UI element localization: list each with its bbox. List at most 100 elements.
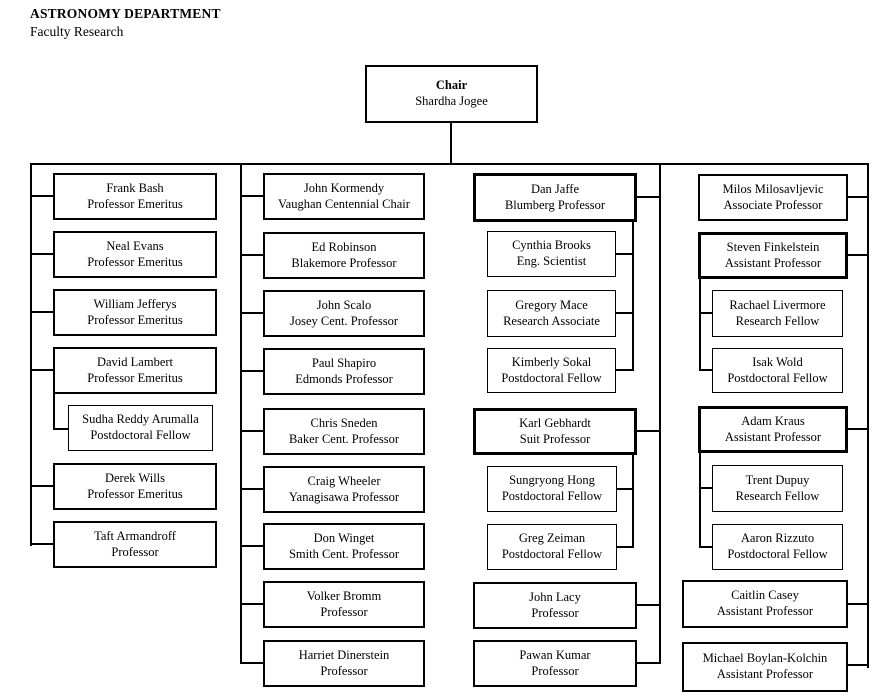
org-box-harriet-dinerstein: Harriet Dinerstein Professor: [263, 640, 425, 687]
person-title: Baker Cent. Professor: [288, 431, 400, 446]
person-name: Dan Jaffe: [530, 181, 579, 196]
org-box-dan-jaffe: Dan Jaffe Blumberg Professor: [473, 173, 637, 222]
top-rail-line: [30, 163, 869, 165]
person-title: Assistant Professor: [724, 255, 822, 270]
person-title: Assistant Professor: [724, 429, 822, 444]
person-name: Cynthia Brooks: [512, 238, 591, 253]
person-title: Josey Cent. Professor: [290, 313, 398, 328]
sub-connector-line: [699, 546, 714, 548]
person-title: Professor Emeritus: [87, 486, 183, 501]
org-box-sudha-reddy-arumalla: Sudha Reddy Arumalla Postdoctoral Fellow: [68, 405, 213, 451]
sub-connector-line: [614, 312, 634, 314]
person-name: Neal Evans: [106, 238, 164, 253]
sub-connector-line: [699, 487, 714, 489]
org-box-derek-wills: Derek Wills Professor Emeritus: [53, 463, 217, 510]
person-title: Professor Emeritus: [87, 196, 183, 211]
org-box-john-lacy: John Lacy Professor: [473, 582, 637, 629]
org-box-adam-kraus: Adam Kraus Assistant Professor: [698, 406, 848, 453]
org-box-craig-wheeler: Craig Wheeler Yanagisawa Professor: [263, 466, 425, 513]
person-name: Trent Dupuy: [745, 472, 810, 487]
person-title: Research Associate: [503, 313, 600, 328]
org-box-cynthia-brooks: Cynthia Brooks Eng. Scientist: [487, 231, 616, 277]
person-name: Sudha Reddy Arumalla: [82, 412, 199, 427]
sub-connector-line: [699, 369, 714, 371]
sub-connector-line: [53, 394, 55, 430]
person-name: David Lambert: [96, 354, 173, 369]
org-box-pawan-kumar: Pawan Kumar Professor: [473, 640, 637, 687]
chair-trunk-line: [450, 123, 452, 164]
person-name: Ed Robinson: [311, 239, 377, 254]
person-title: Associate Professor: [723, 197, 823, 212]
person-title: Research Fellow: [735, 488, 820, 503]
org-box-john-kormendy: John Kormendy Vaughan Centennial Chair: [263, 173, 425, 220]
department-title: ASTRONOMY DEPARTMENT: [30, 6, 221, 21]
sub-connector-line: [632, 220, 634, 371]
connector-stub: [240, 195, 265, 197]
connector-stub: [635, 604, 661, 606]
person-name: Taft Armandroff: [94, 528, 176, 543]
connector-stub: [635, 196, 661, 198]
org-box-greg-zeiman: Greg Zeiman Postdoctoral Fellow: [487, 524, 617, 570]
person-title: Professor Emeritus: [87, 312, 183, 327]
connector-stub: [240, 488, 265, 490]
org-box-caitlin-casey: Caitlin Casey Assistant Professor: [682, 580, 848, 628]
org-box-trent-dupuy: Trent Dupuy Research Fellow: [712, 465, 843, 512]
page-header: ASTRONOMY DEPARTMENT Faculty Research: [30, 6, 221, 40]
org-box-michael-boylan-kolchin: Michael Boylan-Kolchin Assistant Profess…: [682, 642, 848, 692]
sub-connector-line: [614, 253, 634, 255]
person-title: Professor: [320, 663, 368, 678]
org-box-chris-sneden: Chris Sneden Baker Cent. Professor: [263, 408, 425, 455]
org-box-william-jefferys: William Jefferys Professor Emeritus: [53, 289, 217, 336]
person-name: Frank Bash: [106, 180, 164, 195]
chair-label: Chair: [435, 78, 468, 93]
connector-stub: [240, 370, 265, 372]
connector-stub: [240, 430, 265, 432]
org-box-volker-bromm: Volker Bromm Professor: [263, 581, 425, 628]
person-name: Derek Wills: [104, 470, 166, 485]
connector-stub: [240, 545, 265, 547]
person-title: Postdoctoral Fellow: [501, 489, 603, 503]
sub-connector-line: [53, 428, 68, 430]
person-name: Craig Wheeler: [307, 473, 381, 488]
connector-stub: [635, 662, 661, 664]
column1-spine-line: [30, 163, 32, 546]
org-box-sungryong-hong: Sungryong Hong Postdoctoral Fellow: [487, 466, 617, 512]
connector-stub: [30, 485, 55, 487]
column2-spine-line: [240, 163, 242, 664]
person-name: Harriet Dinerstein: [298, 647, 390, 662]
connector-stub: [240, 662, 265, 664]
person-name: Greg Zeiman: [518, 531, 586, 546]
person-title: Yanagisawa Professor: [288, 489, 400, 504]
chair-name: Shardha Jogee: [415, 94, 488, 108]
org-box-don-winget: Don Winget Smith Cent. Professor: [263, 523, 425, 570]
sub-connector-line: [614, 546, 634, 548]
connector-stub: [846, 603, 869, 605]
sub-connector-line: [614, 369, 634, 371]
person-name: Chris Sneden: [310, 415, 378, 430]
person-name: Gregory Mace: [515, 297, 588, 312]
person-title: Professor: [531, 605, 579, 620]
org-box-john-scalo: John Scalo Josey Cent. Professor: [263, 290, 425, 337]
person-title: Postdoctoral Fellow: [727, 370, 828, 385]
person-title: Smith Cent. Professor: [288, 546, 400, 561]
org-box-gregory-mace: Gregory Mace Research Associate: [487, 290, 616, 337]
person-title: Professor: [320, 604, 368, 619]
org-box-paul-shapiro: Paul Shapiro Edmonds Professor: [263, 348, 425, 395]
person-title: Blakemore Professor: [291, 255, 397, 270]
org-box-ed-robinson: Ed Robinson Blakemore Professor: [263, 232, 425, 279]
column4-spine-line: [867, 163, 869, 668]
connector-stub: [240, 254, 265, 256]
column3-spine-line: [659, 163, 661, 664]
person-name: Paul Shapiro: [311, 355, 377, 370]
person-name: John Kormendy: [303, 180, 385, 195]
sub-connector-line: [699, 451, 701, 548]
person-name: Pawan Kumar: [519, 647, 591, 662]
person-title: Postdoctoral Fellow: [90, 428, 191, 442]
connector-stub: [30, 311, 55, 313]
org-box-taft-armandroff: Taft Armandroff Professor: [53, 521, 217, 568]
org-box-chair: Chair Shardha Jogee: [365, 65, 538, 123]
person-title: Postdoctoral Fellow: [501, 370, 602, 385]
connector-stub: [846, 254, 869, 256]
org-box-steven-finkelstein: Steven Finkelstein Assistant Professor: [698, 232, 848, 279]
person-name: Sungryong Hong: [509, 473, 595, 488]
